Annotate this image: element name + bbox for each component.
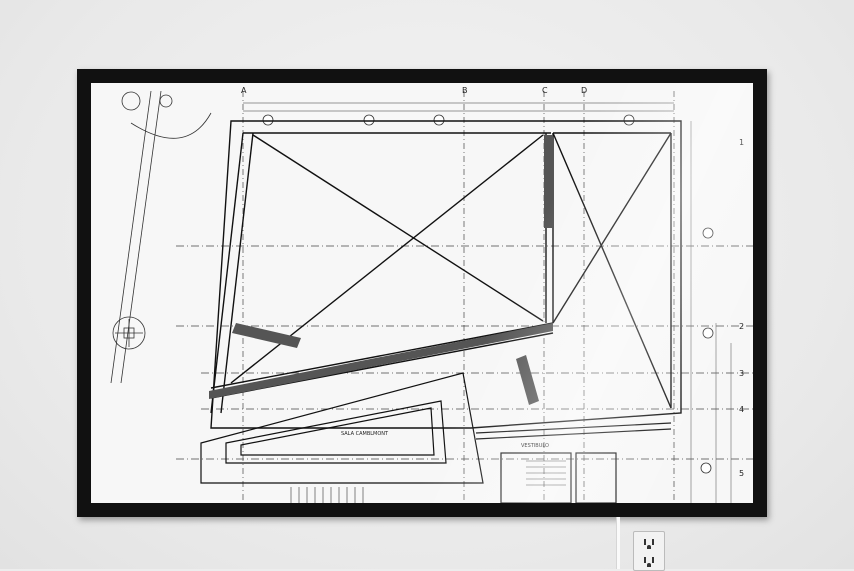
survey-markers [110,90,212,384]
section-markers [262,114,714,474]
column-label-c: C [542,86,548,95]
row-label-1: 1 [739,138,744,147]
room-label-main-hall: SALA CAMBLMONT [341,431,389,437]
power-cable [616,517,620,569]
room-label-vestibule: VESTIBULO [521,443,549,449]
row-label-5: 5 [739,469,744,478]
row-label-2: 2 [739,322,744,331]
wall-outlet [633,531,665,571]
row-label-3: 3 [739,369,744,378]
outlet-socket-bottom [641,556,657,567]
lower-hall [200,372,672,503]
column-label-a: A [241,86,247,95]
picture-frame: A B C D 1 2 3 4 5 [77,69,767,517]
outlet-socket-top [641,538,657,549]
hatched-walls [209,135,553,405]
column-label-d: D [581,86,587,95]
row-label-4: 4 [739,405,744,414]
blueprint-sheet: A B C D 1 2 3 4 5 [91,83,753,503]
column-label-b: B [462,86,468,95]
floor-plan-drawing: A B C D 1 2 3 4 5 [110,86,753,503]
stairs [290,460,566,503]
